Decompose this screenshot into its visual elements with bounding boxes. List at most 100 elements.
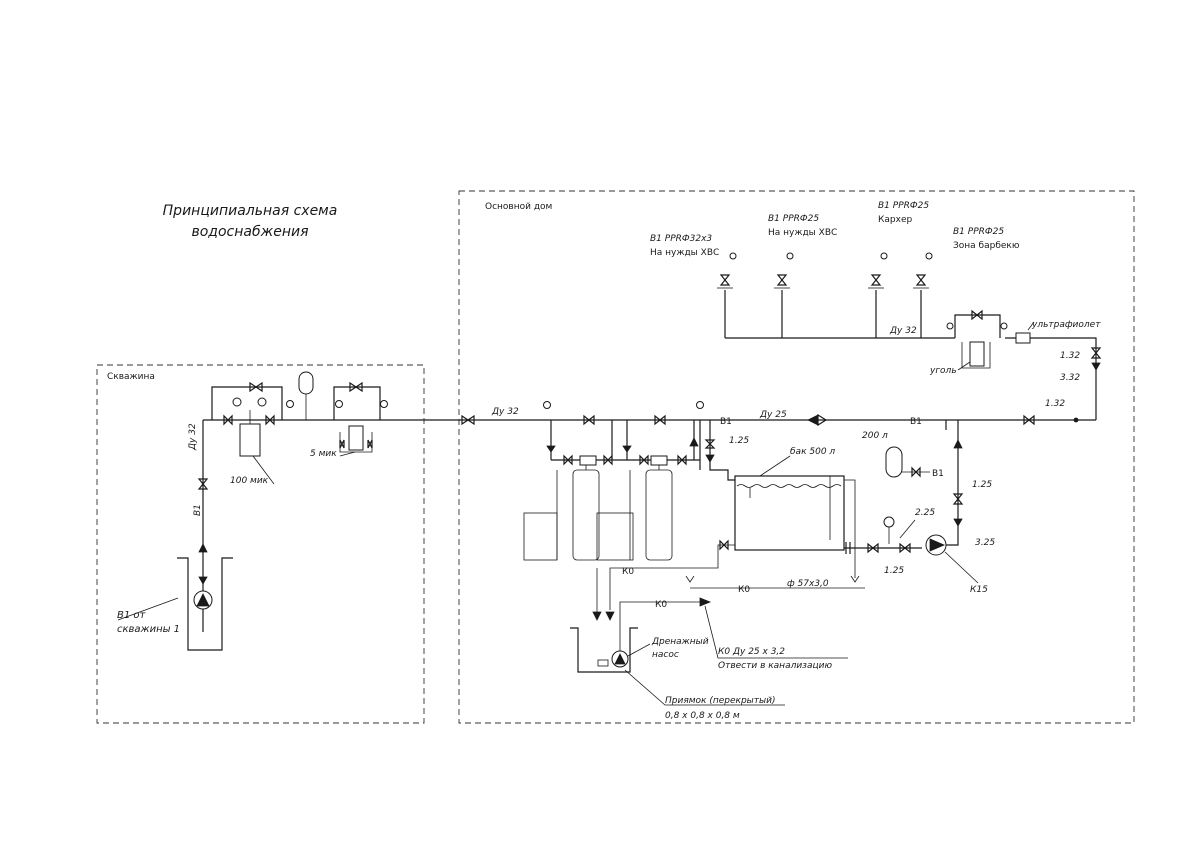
well-pump (193, 543, 213, 610)
valve-tank-drain (719, 539, 729, 551)
r125-a: 1.25 (729, 436, 749, 446)
k0-label-a: К0 (622, 567, 634, 577)
well-zone-boundary (96, 364, 425, 724)
check-valve-well (197, 478, 209, 490)
ko-du-label-2: Отвести в канализацию (718, 661, 832, 671)
outlet-2-line-2: На нужды ХВС (768, 228, 837, 238)
coal-filter-group (946, 309, 1008, 369)
leader-tank500 (759, 455, 791, 477)
k15-label: К15 (970, 585, 988, 595)
uv-label: ультрафиолет (1031, 320, 1101, 330)
arrow-325 (953, 518, 963, 527)
tank-overflow (844, 479, 856, 578)
du32-header-label: Ду 32 (889, 326, 917, 336)
well-source-label-2: скважины 1 (117, 624, 180, 635)
valve-3 (654, 414, 666, 426)
valve-225 (899, 542, 911, 554)
du32-house-label: Ду 32 (491, 407, 519, 417)
pump-riser (946, 420, 959, 546)
outlet-tap-3 (868, 252, 888, 289)
b1-label-c: В1 (932, 469, 944, 479)
du32-well-label: Ду 32 (188, 423, 198, 451)
leader-225 (899, 519, 916, 539)
drain-pit (570, 627, 638, 673)
leader-drain-pump (627, 643, 651, 657)
sewer-arrow-2 (605, 611, 615, 621)
valve-house-inlet (461, 414, 475, 426)
well-shaft (177, 557, 233, 651)
sewer-arrow-1 (592, 611, 602, 621)
valve-132a (1090, 347, 1102, 359)
expansion-tank-200 (885, 446, 930, 478)
filter-100-bypass (211, 381, 283, 457)
r125-c: 1.25 (972, 480, 992, 490)
leader-uv (1027, 321, 1035, 331)
b1-label-b: В1 (910, 417, 922, 427)
drain-pump-label-1: Дренажный (651, 637, 709, 647)
leader-coal (957, 361, 971, 371)
outlet-2-line-1: В1 PPRФ25 (768, 214, 819, 224)
outlet-1-line-1: В1 PPRФ32х3 (650, 234, 712, 244)
house-zone-boundary (458, 190, 1135, 724)
valve-132b (1023, 414, 1035, 426)
valve-2 (583, 414, 595, 426)
check-valve-b1 (807, 414, 819, 426)
filter-5-label: 5 мик (310, 449, 337, 459)
node-1 (1073, 417, 1079, 423)
expansion-vessel-small (286, 371, 314, 420)
r332: 3.32 (1060, 373, 1080, 383)
k0-label-c: К0 (655, 600, 667, 610)
uv-unit (1015, 332, 1031, 344)
leader-5mic (339, 451, 356, 457)
outlet-4-line-2: Зона барбекю (953, 241, 1020, 251)
gauge-pump (883, 516, 895, 528)
valve-125b (867, 542, 879, 554)
filter-100-label: 100 мик (230, 476, 269, 486)
outlet-tap-4 (913, 252, 933, 289)
leader-well-source (117, 597, 179, 621)
r225: 2.25 (915, 508, 935, 518)
ko-du-label-1: К0 Ду 25 х 3,2 (718, 647, 785, 657)
leader-100mic (252, 455, 275, 485)
funnel-2 (850, 575, 860, 583)
leader-pit (624, 669, 785, 706)
pit-label-2: 0,8 х 0,8 х 0,8 м (665, 711, 740, 721)
well-source-label-1: В1 от (117, 610, 147, 621)
gauge-1 (543, 401, 551, 409)
drain-arrow (699, 597, 712, 607)
outlet-tap-2 (774, 252, 794, 289)
arrow-332 (1091, 362, 1101, 371)
coal-label: уголь (929, 366, 957, 376)
k0-label-b: К0 (738, 585, 750, 595)
tank-drain-line (609, 544, 735, 610)
outlet-tap-1 (717, 252, 737, 289)
phi57-label: ф 57х3,0 (787, 579, 829, 589)
r132-b: 1.32 (1045, 399, 1065, 409)
outlet-3-line-2: Кархер (878, 215, 912, 225)
check-valve-b1b (817, 413, 828, 427)
r132-a: 1.32 (1060, 351, 1080, 361)
r325: 3.25 (975, 538, 995, 548)
well-zone-label: Скважина (107, 372, 155, 382)
tank-inlet-pipe (709, 420, 735, 481)
valve-125c (952, 493, 964, 505)
du25-label: Ду 25 (759, 410, 787, 420)
outlet-1-line-2: На нужды ХВС (650, 248, 719, 258)
b1-well-label: В1 (193, 504, 203, 516)
outlet-3-line-1: В1 PPRФ25 (878, 201, 929, 211)
drain-pump-label-2: насос (652, 650, 679, 660)
tank500-label: бак 500 л (790, 447, 835, 457)
gauge-2 (696, 401, 704, 409)
check-arrow-1 (689, 437, 699, 447)
uv-riser (1005, 337, 1097, 420)
filter-5-bypass (333, 381, 388, 453)
leader-ko (704, 605, 848, 659)
title-line-2: водоснабжения (191, 224, 308, 240)
storage-tank-500 (734, 475, 845, 551)
arrow-pump-up (953, 439, 963, 449)
tank200-label: 200 л (862, 431, 888, 441)
pit-label-1: Приямок (перекрытый) (665, 696, 775, 706)
house-zone-label: Основной дом (485, 202, 552, 212)
funnel-1 (685, 575, 695, 583)
